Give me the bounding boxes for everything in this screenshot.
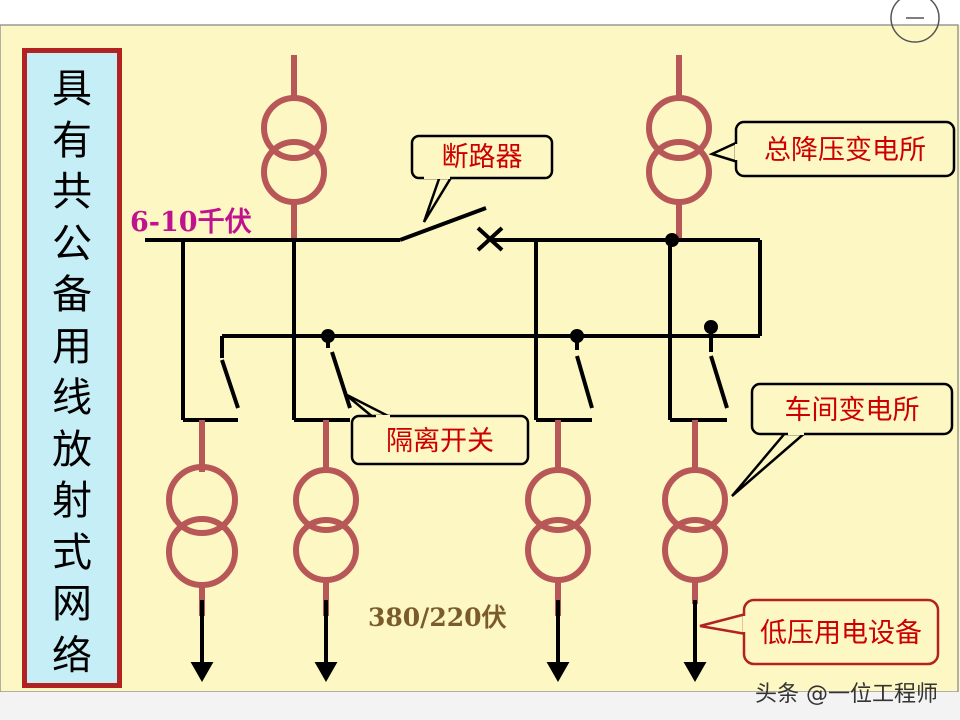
- main-substation-label: 总降压变电所: [764, 135, 926, 166]
- title-char: 放: [52, 426, 92, 473]
- watermark: 头条 @一位工程师: [755, 682, 938, 707]
- main-transformer-right: [646, 55, 712, 238]
- footer-bar: [0, 692, 960, 720]
- low-voltage-outputs: [190, 600, 707, 683]
- workshop-substation-label: 车间变电所: [785, 395, 920, 426]
- title-char: 共: [52, 169, 92, 215]
- callout-breaker: 断路器: [410, 134, 554, 223]
- busbar-network: [145, 206, 762, 422]
- title-char: 有: [52, 117, 92, 164]
- callout-workshop-substation: 车间变电所: [731, 382, 954, 497]
- title-char: 用: [52, 323, 92, 370]
- title-char: 络: [52, 632, 92, 679]
- title-char: 线: [52, 375, 92, 421]
- corner-logo: [890, 0, 940, 43]
- title-char: 公: [52, 220, 92, 267]
- workshop-transformer-4: [662, 420, 728, 604]
- title-char: 网: [52, 581, 92, 627]
- title-char: 式: [52, 529, 92, 576]
- low-voltage-equipment-label: 低压用电设备: [760, 618, 922, 649]
- disconnect-switch-label: 隔离开关: [386, 426, 494, 457]
- callout-disconnect-switch: 隔离开关: [344, 392, 530, 466]
- callout-main-substation: 总降压变电所: [708, 120, 956, 178]
- title-char: 具: [52, 66, 92, 112]
- breaker-label: 断路器: [442, 142, 523, 173]
- voltage-high-label: 6-10千伏: [130, 207, 252, 238]
- callout-low-voltage-equipment: 低压用电设备: [699, 598, 940, 666]
- voltage-low-label: 380/220伏: [368, 603, 507, 632]
- junction-dots: [321, 233, 718, 343]
- title-char: 射: [52, 478, 92, 524]
- vertical-title-box: 具有共公备用线放射式网络: [22, 48, 122, 688]
- title-char: 备: [52, 272, 92, 318]
- main-transformer-left: [261, 55, 327, 238]
